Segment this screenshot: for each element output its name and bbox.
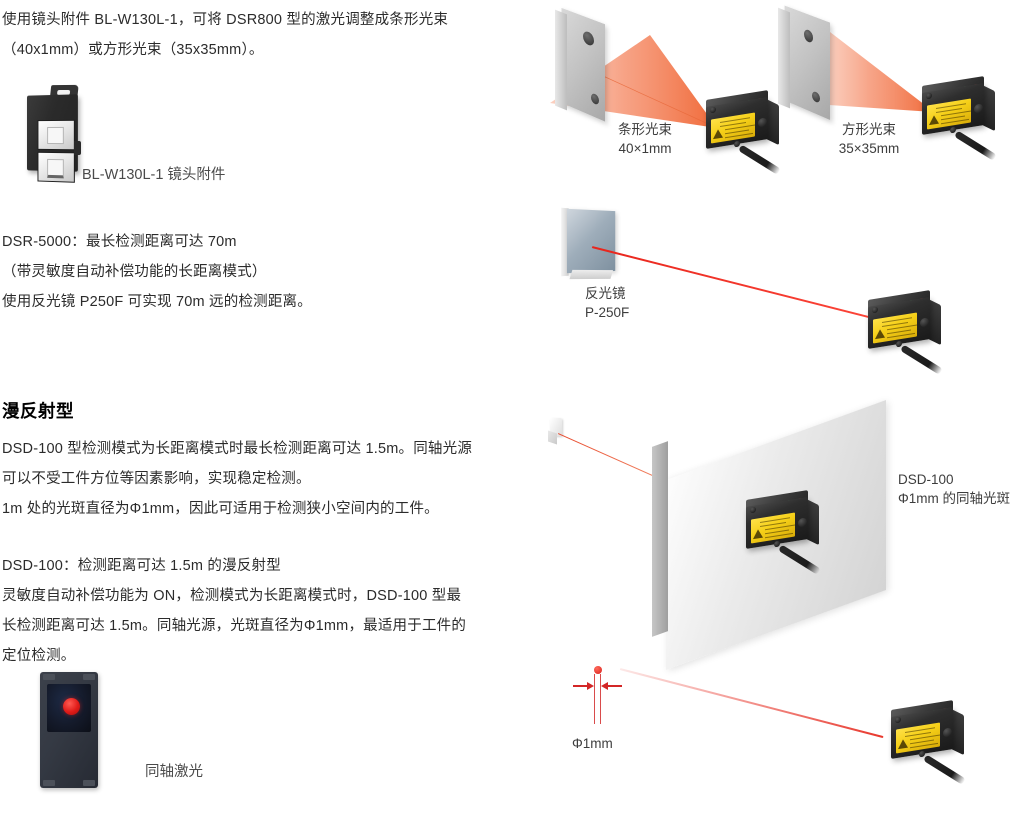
dsd100-spot-label: DSD-100 Φ1mm 的同轴光斑 xyxy=(898,470,1012,508)
diffuse-line-1: DSD-100 型检测模式为长距离模式时最长检测距离可达 1.5m。同轴光源 xyxy=(2,441,473,457)
laser-warning-triangle-icon xyxy=(875,328,885,340)
coaxial-laser-photo xyxy=(40,672,98,788)
section-heading-diffuse: 漫反射型 xyxy=(2,401,74,421)
wall-edge xyxy=(652,441,668,637)
square-beam-workpiece xyxy=(778,5,844,120)
laser-warning-triangle-icon xyxy=(753,528,763,540)
laser-warning-triangle-icon xyxy=(898,738,908,750)
figure-bar-beam: 条形光束 40×1mm xyxy=(540,0,781,180)
bar-beam-label: 条形光束 40×1mm xyxy=(585,120,705,158)
spot-size-label: Φ1mm xyxy=(572,736,613,751)
square-beam-spec: 35×35mm xyxy=(838,141,900,156)
square-beam-label: 方形光束 35×35mm xyxy=(804,120,934,158)
sensor-cable xyxy=(900,344,943,375)
lens-window-top-glyph xyxy=(47,126,64,145)
bar-beam-spec: 40×1mm xyxy=(618,141,672,156)
bracket-target xyxy=(548,418,566,445)
laser-sensor-reflector xyxy=(862,290,943,375)
coaxial-corner-br xyxy=(83,780,95,786)
right-illustration-column: 条形光束 40×1mm xyxy=(540,0,1012,814)
square-beam-title: 方形光束 xyxy=(842,122,896,137)
figure-spot-size: Φ1mm xyxy=(540,640,1012,814)
reflector-foot xyxy=(569,269,614,280)
reflector-label: 反光镜 P-250F xyxy=(585,284,705,322)
diffuse-line-3: 1m 处的光斑直径为Φ1mm，因此可适用于检测狭小空间内的工件。 xyxy=(2,501,439,517)
lens-accessory-caption: BL-W130L-1 镜头附件 xyxy=(82,167,226,183)
reflector-model: P-250F xyxy=(585,305,630,320)
laser-sensor-dsd100 xyxy=(740,490,821,575)
lens-accessory-photo xyxy=(22,84,84,183)
reflector-title: 反光镜 xyxy=(585,286,626,301)
dsd100-line-1: DSD-100：检测距离可达 1.5m 的漫反射型 xyxy=(2,558,281,574)
dsd100-spot-spec: Φ1mm 的同轴光斑 xyxy=(898,491,1011,506)
laser-warning-triangle-icon xyxy=(713,128,723,140)
intro-line-1: 使用镜头附件 BL-W130L-1，可将 DSR800 型的激光调整成条形光束 xyxy=(2,12,449,28)
dimension-arrow-right-head xyxy=(601,682,608,690)
spot-guide-line-left xyxy=(594,674,596,724)
dimension-arrow-left-shaft xyxy=(573,685,587,687)
dimension-arrow-left-head xyxy=(587,682,594,690)
dsd100-line-3: 长检测距离可达 1.5m。同轴光源，光斑直径为Φ1mm，最适用于工件的 xyxy=(2,618,467,634)
dimension-arrow-right-shaft xyxy=(608,685,622,687)
coaxial-emitter-window xyxy=(47,684,91,732)
diffuse-line-2: 可以不受工件方位等因素影响，实现稳定检测。 xyxy=(2,471,311,487)
figure-reflector: 反光镜 P-250F xyxy=(540,200,1012,375)
laser-beam-spot xyxy=(619,668,884,738)
dsd100-line-4: 定位检测。 xyxy=(2,648,76,664)
laser-sensor-spot-size xyxy=(885,700,966,785)
square-beam-cone xyxy=(814,32,934,112)
spot-guide-line-right xyxy=(600,674,602,724)
lens-body xyxy=(27,94,78,183)
dsd100-spot-model: DSD-100 xyxy=(898,472,954,487)
dsr5000-line-3: 使用反光镜 P250F 可实现 70m 远的检测距离。 xyxy=(2,294,312,310)
coaxial-corner-bl xyxy=(43,780,55,786)
lens-side-nub xyxy=(74,141,81,155)
figure-dsd100-wall: DSD-100 Φ1mm 的同轴光斑 xyxy=(540,399,1012,671)
lens-window-bottom xyxy=(37,151,75,183)
coaxial-corner-tl xyxy=(43,674,55,680)
intro-line-2: （40x1mm）或方形光束（35x35mm）。 xyxy=(2,42,264,58)
sensor-cable xyxy=(923,754,966,785)
laser-spot-icon xyxy=(63,698,80,715)
reflector-face xyxy=(566,208,616,274)
coaxial-laser-caption: 同轴激光 xyxy=(145,764,203,780)
lens-window-top xyxy=(37,119,75,151)
dsr5000-line-2: （带灵敏度自动补偿功能的长距离模式） xyxy=(2,264,267,280)
bar-beam-title: 条形光束 xyxy=(618,122,672,137)
coaxial-corner-tr xyxy=(83,674,95,680)
figure-square-beam: 方形光束 35×35mm xyxy=(758,0,1008,180)
lens-window-bottom-glyph xyxy=(47,158,64,179)
bar-beam-workpiece xyxy=(555,7,617,122)
dsd100-line-2: 灵敏度自动补偿功能为 ON，检测模式为长距离模式时，DSD-100 型最 xyxy=(2,588,462,604)
dsr5000-line-1: DSR-5000：最长检测距离可达 70m xyxy=(2,234,237,250)
laser-spot-dot xyxy=(594,666,602,674)
left-text-column: 使用镜头附件 BL-W130L-1，可将 DSR800 型的激光调整成条形光束 … xyxy=(0,0,540,814)
